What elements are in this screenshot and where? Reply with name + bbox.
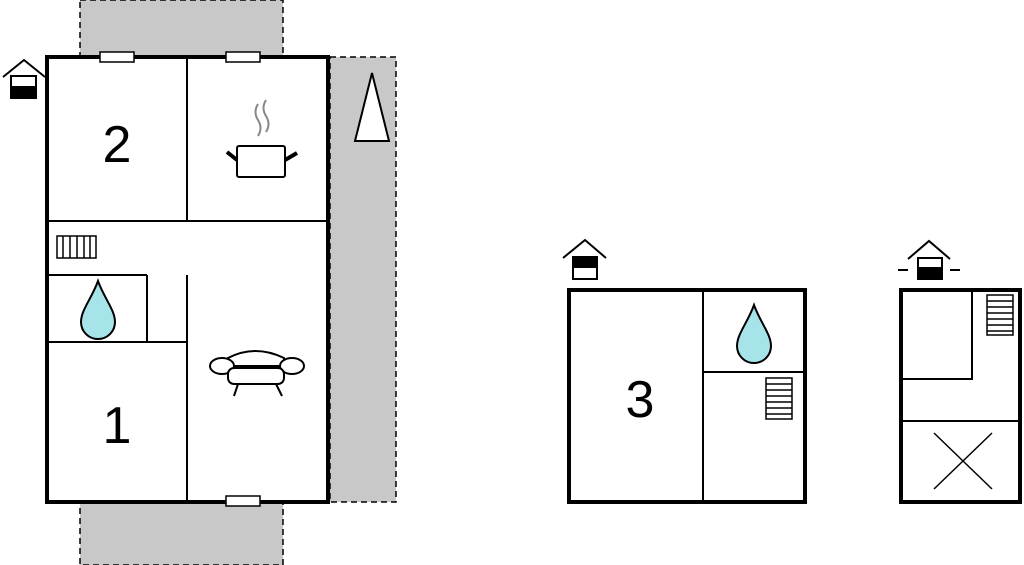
room-number-3: 3	[626, 371, 655, 429]
window	[225, 495, 261, 507]
sofa-icon	[209, 350, 305, 397]
interior-walls	[901, 290, 1020, 422]
stairs-icon	[986, 294, 1014, 336]
terrace-top	[79, 0, 284, 57]
tree-icon	[353, 72, 391, 142]
terrace-bottom	[79, 501, 284, 565]
void-x-icon	[933, 432, 993, 490]
interior-walls	[47, 57, 328, 502]
bathroom-water-drop-icon	[79, 277, 117, 340]
interior-walls	[702, 290, 805, 502]
kitchen-pot-icon	[225, 99, 299, 178]
window	[99, 51, 135, 63]
ground-floor: 2 1	[45, 51, 330, 507]
house-level-icon	[898, 239, 960, 280]
window	[225, 51, 261, 63]
upper-floor: 3	[562, 238, 807, 504]
room-number-2: 2	[103, 116, 132, 174]
room-number-1: 1	[103, 397, 132, 455]
bathroom-water-drop-icon	[735, 301, 773, 364]
radiator-icon	[56, 235, 97, 259]
house-level-icon	[2, 58, 46, 99]
attic-floor	[898, 239, 1022, 504]
house-level-icon	[562, 238, 607, 280]
stairs-icon	[765, 377, 793, 420]
